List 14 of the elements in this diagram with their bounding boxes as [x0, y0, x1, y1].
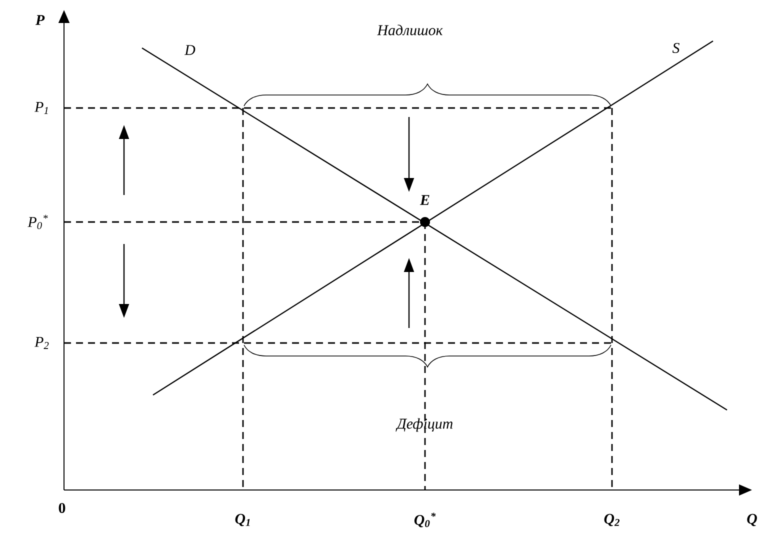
curve-label: D [184, 45, 196, 55]
axis-label: P [35, 15, 45, 25]
region-label: Надлишок [377, 24, 443, 36]
quantity-label: Q$_{1}$ [235, 514, 250, 526]
point-label: E [420, 195, 430, 205]
price-label: P$_{1}$ [34, 102, 48, 114]
origin-label: 0 [58, 502, 66, 514]
quantity-label: Q$_{0}$* [414, 512, 436, 528]
curve-label: S [672, 42, 680, 53]
quantity-label: Q$_{2}$ [604, 514, 620, 526]
region-label: Дефіцит [396, 418, 453, 432]
price-label: P$_{2}$ [34, 337, 49, 349]
axis-label: Q [747, 514, 757, 526]
price-label: P$_{0}$* [28, 214, 48, 230]
